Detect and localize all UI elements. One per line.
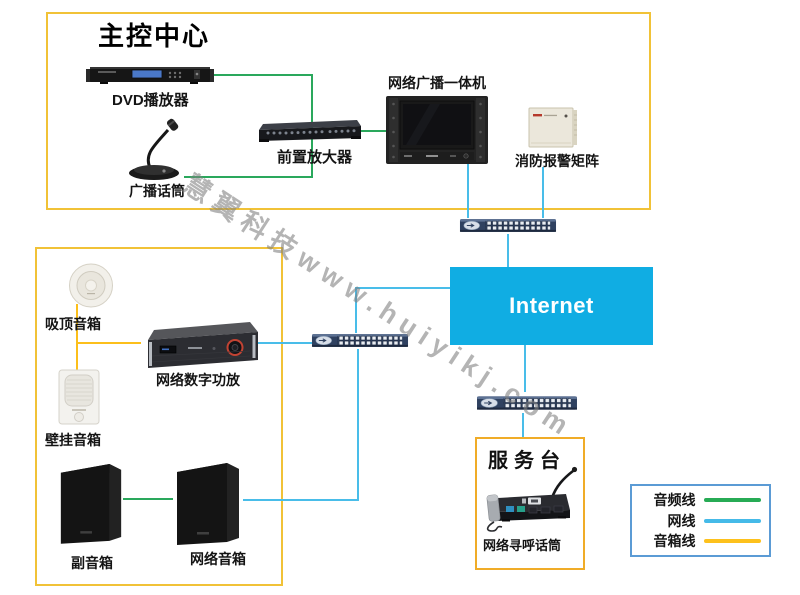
net-line-switch1-internet <box>507 234 509 268</box>
legend-row-speaker: 音箱线 <box>640 531 761 551</box>
preamplifier-device <box>259 120 361 142</box>
legend-row-network: 网线 <box>640 511 761 531</box>
net-line-internet-left-h <box>355 287 451 289</box>
legend-network-label: 网线 <box>667 512 696 529</box>
spk-line-junction-amp-h <box>77 342 141 344</box>
service-desk-title: 服务台 <box>488 448 566 472</box>
main-control-zone-frame <box>46 12 651 210</box>
net-line-corner-switch2-v <box>355 287 357 333</box>
dvd-player-label: DVD播放器 <box>112 92 189 109</box>
dvd-player-device <box>86 67 214 84</box>
net-line-monitor-switch1 <box>467 163 469 218</box>
internet-node: Internet <box>450 267 653 345</box>
network-digital-amp-label: 网络数字功放 <box>156 372 240 388</box>
fire-alarm-matrix-label: 消防报警矩阵 <box>515 153 599 169</box>
sub-speaker-label: 副音箱 <box>71 555 113 571</box>
preamplifier-label: 前置放大器 <box>277 149 353 166</box>
broadcast-mic-device <box>129 118 179 180</box>
net-line-amp-switch2 <box>254 342 312 344</box>
legend-speaker-label: 音箱线 <box>653 532 696 549</box>
legend-audio-label: 音频线 <box>653 492 696 509</box>
net-line-switch3-service <box>522 413 524 437</box>
net-line-netspeaker-h <box>243 499 359 501</box>
audio-line-speakers <box>123 498 173 500</box>
switch-speaker-zone <box>311 330 409 350</box>
internet-label: Internet <box>509 293 594 318</box>
main-control-title: 主控中心 <box>98 21 211 51</box>
network-paging-mic-label: 网络寻呼话筒 <box>483 538 562 553</box>
fire-alarm-matrix-device <box>528 107 577 148</box>
net-line-fire-switch1 <box>542 167 544 218</box>
legend-audio-line-swatch <box>703 498 761 503</box>
net-line-internet-switch3 <box>524 344 526 392</box>
speaker-zone-frame <box>35 247 283 586</box>
legend-network-line-swatch <box>703 518 761 523</box>
net-line-switch2-down-v <box>357 349 359 501</box>
legend: 音频线 网线 音箱线 <box>630 484 771 557</box>
wall-speaker-label: 壁挂音箱 <box>45 432 101 448</box>
legend-row-audio: 音频线 <box>640 490 761 510</box>
ceiling-speaker-device <box>69 263 113 308</box>
broadcast-mic-label: 广播话筒 <box>129 183 185 199</box>
audio-line-dvd-h <box>212 74 313 76</box>
switch-main-control <box>459 215 557 235</box>
network-broadcast-unit-device <box>386 96 488 164</box>
network-paging-mic-device <box>486 466 578 532</box>
network-digital-amp-device <box>148 322 258 368</box>
network-speaker-device <box>177 463 239 545</box>
network-speaker-label: 网络音箱 <box>190 551 246 567</box>
sub-speaker-device <box>60 464 122 544</box>
legend-speaker-line-swatch <box>703 538 761 543</box>
network-broadcast-unit-label: 网络广播一体机 <box>388 75 486 91</box>
ceiling-speaker-label: 吸顶音箱 <box>45 316 101 332</box>
switch-service-desk <box>477 392 577 413</box>
audio-line-mic-h <box>184 176 313 178</box>
audio-line-preamp-monitor <box>357 130 387 132</box>
wall-speaker-device <box>58 369 100 425</box>
spk-line-ceiling-wall-v <box>76 304 78 373</box>
service-desk-frame <box>475 437 585 570</box>
